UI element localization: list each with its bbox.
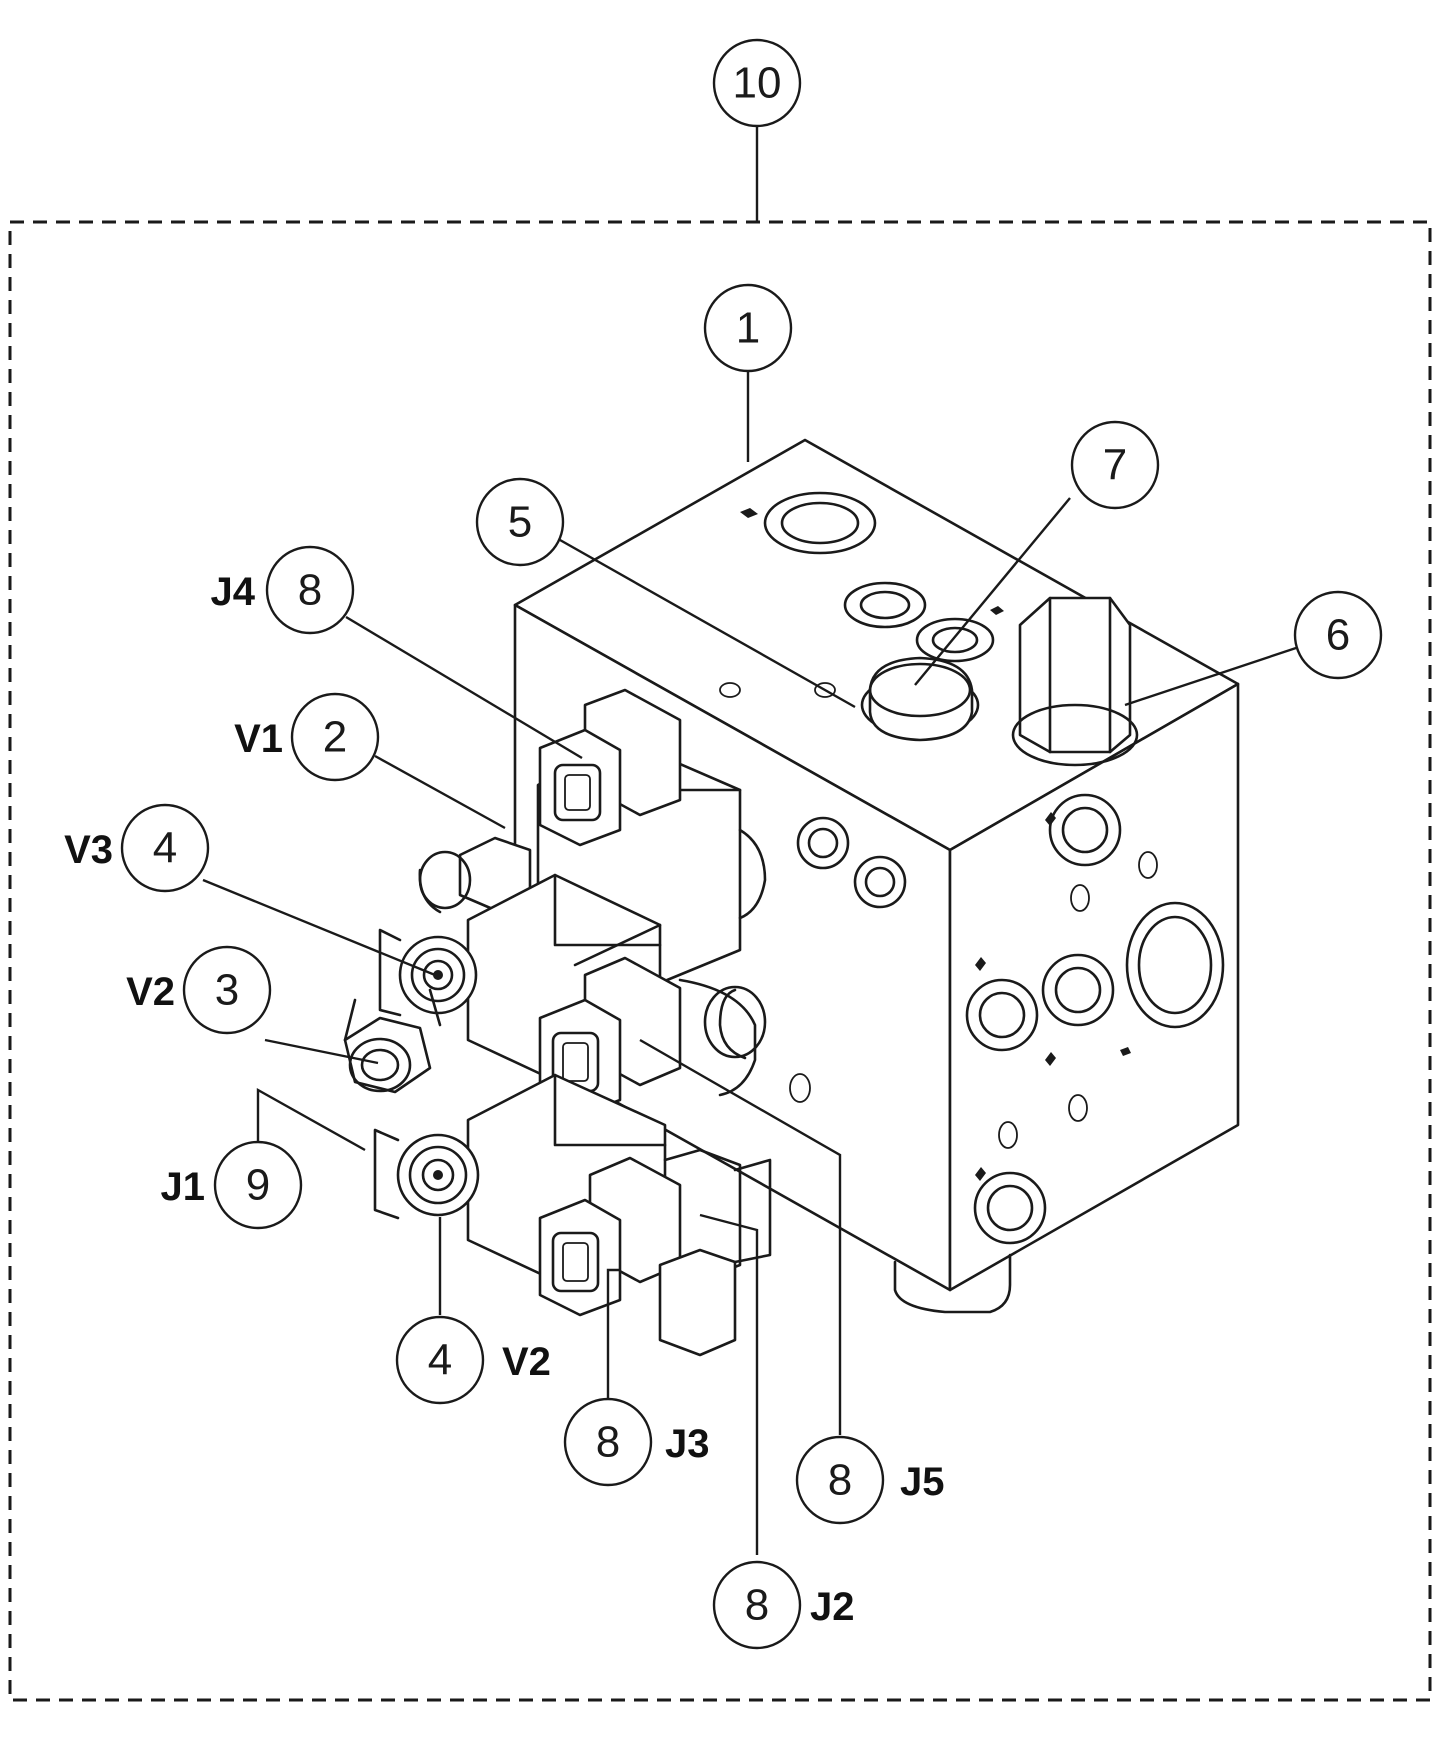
callout-10: 10 [712,38,802,128]
callout-2-v1-number: 2 [323,713,347,762]
callout-8-j4-tag: J4 [211,570,256,614]
callout-9-j1-number: 9 [246,1161,270,1210]
callout-5: 5 [475,477,565,567]
callout-4-v2-tag: V2 [502,1340,551,1384]
callout-8-j2-number: 8 [745,1581,769,1630]
callout-8-j4: 8 J4 [211,545,355,635]
callout-2-v1-tag: V1 [234,717,283,761]
callout-4-v2-number: 4 [428,1336,452,1385]
callout-7: 7 [1070,420,1160,510]
callout-8-j3-number: 8 [596,1418,620,1467]
callout-8-j2: 8 J2 [712,1560,855,1650]
callout-8-j2-tag: J2 [810,1585,855,1629]
callout-10-number: 10 [733,59,782,108]
callout-2-v1: 2 V1 [234,692,380,782]
callout-1: 1 [703,283,793,373]
valve-assembly [343,688,772,1357]
callout-8-j3-tag: J3 [665,1422,710,1466]
callout-3-v2-tag: V2 [126,970,175,1014]
callout-4-v2: 4 V2 [395,1315,551,1405]
leader-lines [202,127,1297,1555]
callout-7-number: 7 [1103,441,1127,490]
callout-4-v3-tag: V3 [64,828,113,872]
callout-3-v2-number: 3 [215,966,239,1015]
callout-8-j4-number: 8 [298,566,322,615]
callout-8-j5-number: 8 [828,1456,852,1505]
callout-4-v3-number: 4 [153,824,177,873]
callout-8-j5: 8 J5 [795,1435,945,1525]
callouts: 10 1 7 5 6 8 J4 2 V1 4 [64,38,1383,1650]
callout-6: 6 [1293,590,1383,680]
callout-9-j1: 9 J1 [161,1140,303,1230]
callout-8-j5-tag: J5 [900,1460,945,1504]
callout-5-number: 5 [508,498,532,547]
callout-1-number: 1 [736,304,760,353]
callout-9-j1-tag: J1 [161,1165,206,1209]
callout-4-v3: 4 V3 [64,803,210,893]
callout-6-number: 6 [1326,611,1350,660]
callout-3-v2: 3 V2 [126,945,272,1035]
callout-8-j3: 8 J3 [563,1397,710,1487]
